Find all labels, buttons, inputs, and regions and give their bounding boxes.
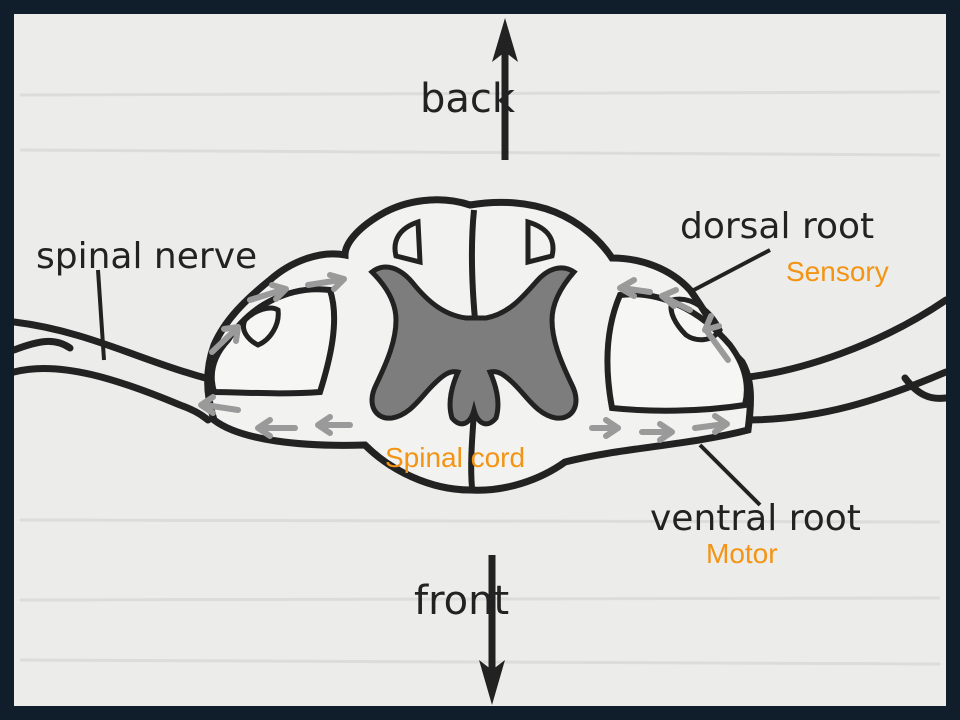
left-ganglion	[241, 305, 281, 348]
spinal-cord-diagram: back front spinal nerve dorsal root vent…	[14, 18, 946, 705]
motor-annotation: Motor	[706, 538, 778, 569]
front-arrow	[479, 555, 505, 705]
spinal-cord-annotation: Spinal cord	[385, 442, 526, 473]
diagram-panel: back front spinal nerve dorsal root vent…	[14, 14, 946, 706]
grey-matter	[368, 264, 579, 427]
front-label: front	[414, 578, 509, 624]
ventral-fissure	[468, 411, 477, 489]
left-root-loop	[208, 286, 338, 397]
back-label: back	[420, 76, 516, 122]
right-spinal-nerve	[736, 296, 946, 424]
back-arrow	[492, 18, 518, 160]
white-matter-left	[392, 218, 423, 266]
right-root-loop	[604, 291, 750, 414]
ventral-root-pointer	[698, 443, 762, 507]
spinal-nerve-pointer	[96, 269, 106, 361]
dorsal-root-ganglion	[668, 296, 723, 343]
left-spinal-nerve	[14, 318, 218, 424]
dorsal-root-label: dorsal root	[680, 206, 874, 247]
spinal-nerve-label: spinal nerve	[36, 236, 257, 277]
sensory-annotation: Sensory	[786, 256, 889, 287]
dorsal-root-pointer	[689, 248, 771, 294]
sensory-arrows	[617, 277, 731, 363]
left-arrows	[198, 272, 353, 439]
label-pointers	[96, 248, 771, 507]
motor-arrows-right	[589, 413, 730, 443]
white-matter-right	[525, 218, 556, 266]
ventral-root-label: ventral root	[650, 498, 861, 539]
scan-texture	[19, 90, 941, 666]
